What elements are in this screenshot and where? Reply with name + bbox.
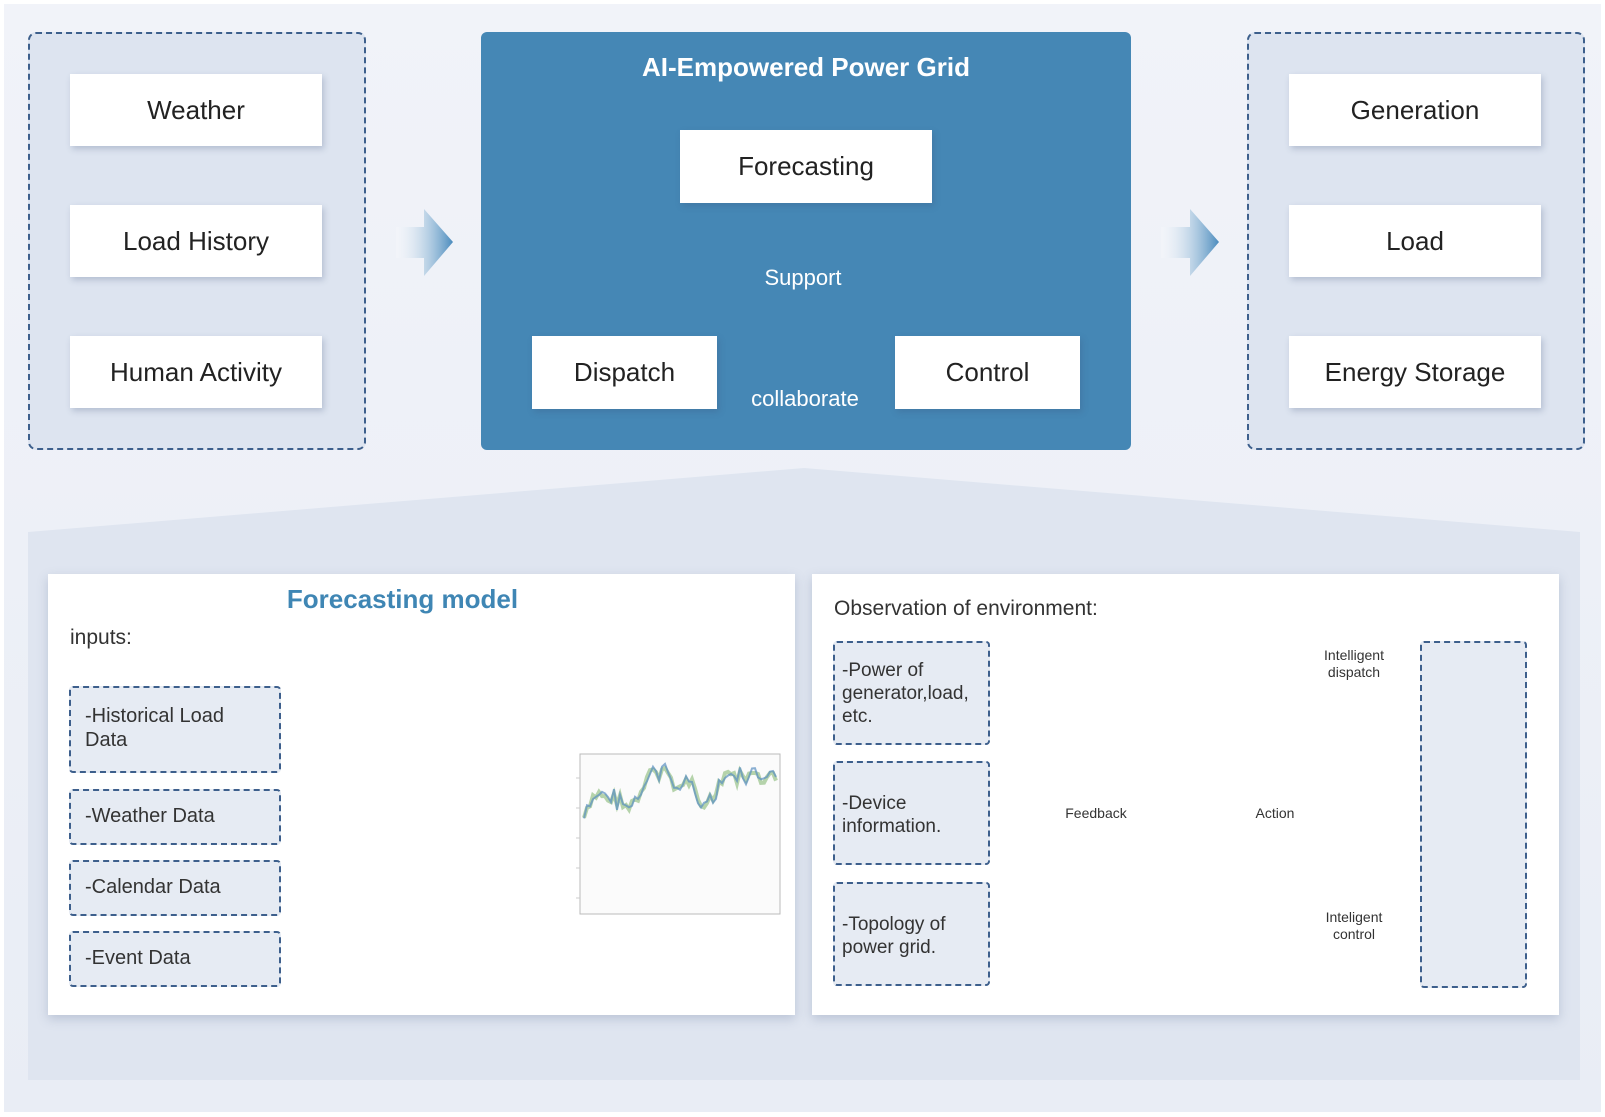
arrow-grid-to-outputs [1161,209,1219,276]
output-load: Load [1289,205,1541,277]
intelligent-dispatch-label: Intelligent dispatch [1324,647,1384,680]
action-label: Action [1255,805,1295,821]
obs-device: -Device information. [833,761,990,865]
dispatch-box: Dispatch [532,336,717,409]
forecasting-model-title: Forecasting model [286,584,519,614]
input-load-history: Load History [70,205,322,277]
input-weather-data: -Weather Data [69,789,281,845]
intelligent-control-label: Inteligent control [1325,909,1383,942]
obs-power: -Power of generator,load, etc. [833,641,990,745]
input-human-activity: Human Activity [70,336,322,408]
obs-topology: -Topology of power grid. [833,882,990,986]
devices-panel [1420,641,1527,988]
thumbnail-axis-ticks [576,777,580,899]
input-event-data: -Event Data [69,931,281,987]
forecast-chart-thumbnail [562,748,785,928]
ai-grid-title: AI-Empowered Power Grid [642,52,970,82]
feedback-label: Feedback [1065,805,1127,821]
inputs-label: inputs: [70,626,132,649]
control-box: Control [895,336,1080,409]
collaborate-label: collaborate [751,386,859,411]
input-weather: Weather [70,74,322,146]
output-generation: Generation [1289,74,1541,146]
thumbnail-series [583,762,777,819]
support-label: Support [764,265,842,290]
observation-title: Observation of environment: [834,597,1098,620]
forecasting-box: Forecasting [680,130,932,203]
input-calendar-data: -Calendar Data [69,860,281,916]
arrow-inputs-to-grid [396,209,453,276]
output-energy-storage: Energy Storage [1289,336,1541,408]
input-historical-load: -Historical Load Data [69,686,281,773]
